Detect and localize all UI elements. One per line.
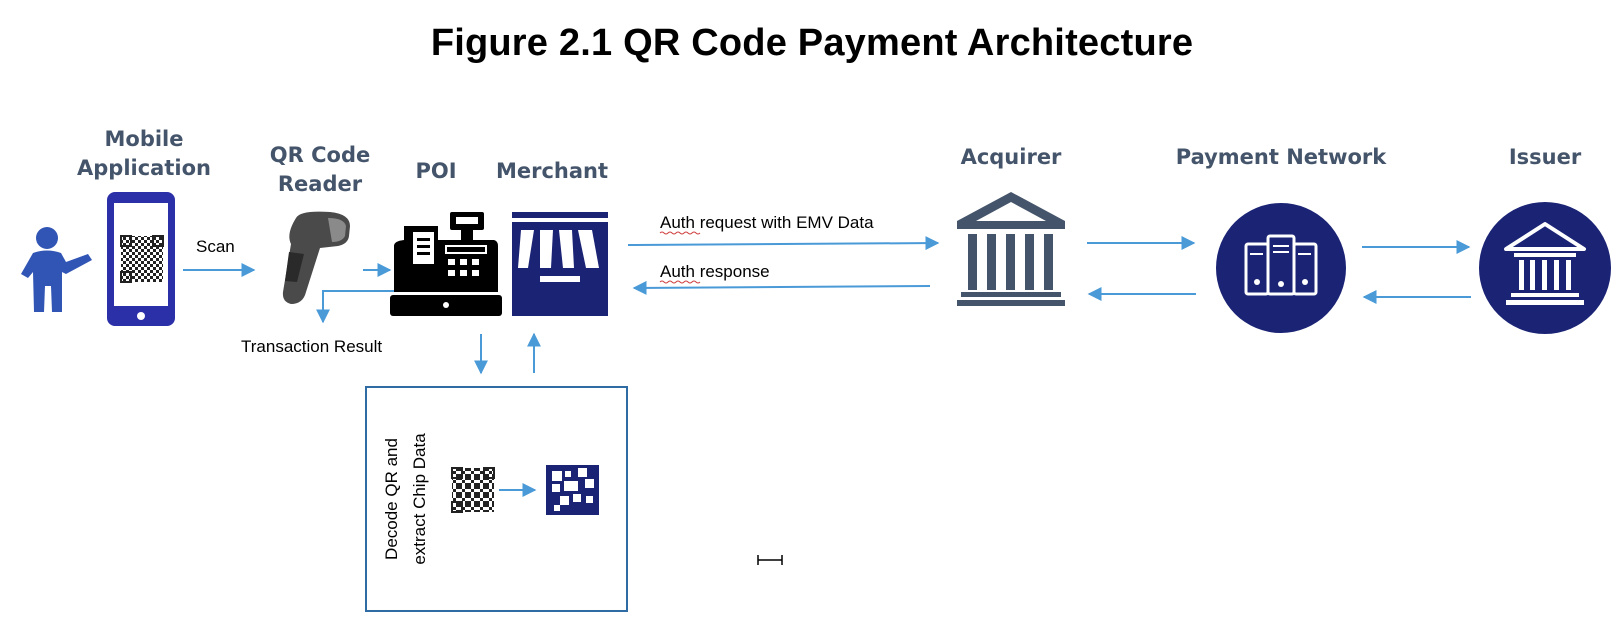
text-cursor-icon (757, 555, 783, 565)
transaction-result-label: Transaction Result (241, 337, 382, 356)
poi-label: POI (415, 159, 456, 183)
auth-response-label: Auth response (660, 262, 770, 281)
decode-text-line2: extract Chip Data (410, 433, 429, 565)
issuer-label: Issuer (1509, 145, 1582, 169)
auth-response-arrow (632, 280, 931, 295)
merchant-label: Merchant (496, 159, 608, 183)
spellcheck-underline (659, 280, 701, 284)
barcode-scanner-icon (282, 211, 350, 304)
qr-reader-label-line2: Reader (278, 172, 363, 196)
mobile-app-label-line2: Application (77, 156, 211, 180)
person-icon (21, 227, 92, 312)
qr-reader-label-line1: QR Code (270, 143, 370, 167)
transaction-result-arrow (316, 290, 400, 324)
payment-network-server-icon (1216, 203, 1346, 333)
storefront-icon (512, 212, 608, 316)
payment-network-label: Payment Network (1176, 145, 1388, 169)
cash-register-icon (390, 212, 502, 316)
issuer-bank-icon (1479, 202, 1611, 334)
mobile-app-label-line1: Mobile (105, 127, 184, 151)
acquirer-label: Acquirer (961, 145, 1062, 169)
decode-text-line1: Decode QR and (382, 438, 401, 560)
auth-request-label: Auth request with EMV Data (660, 213, 874, 232)
small-qr-icon (451, 467, 495, 513)
auth-request-arrow (627, 236, 940, 251)
scan-label: Scan (196, 237, 235, 256)
figure-title: Figure 2.1 QR Code Payment Architecture (430, 22, 1194, 64)
spellcheck-underline (659, 231, 701, 235)
phone-qr-icon (107, 192, 175, 326)
acquirer-bank-icon (957, 192, 1065, 306)
chip-data-icon (546, 465, 599, 515)
